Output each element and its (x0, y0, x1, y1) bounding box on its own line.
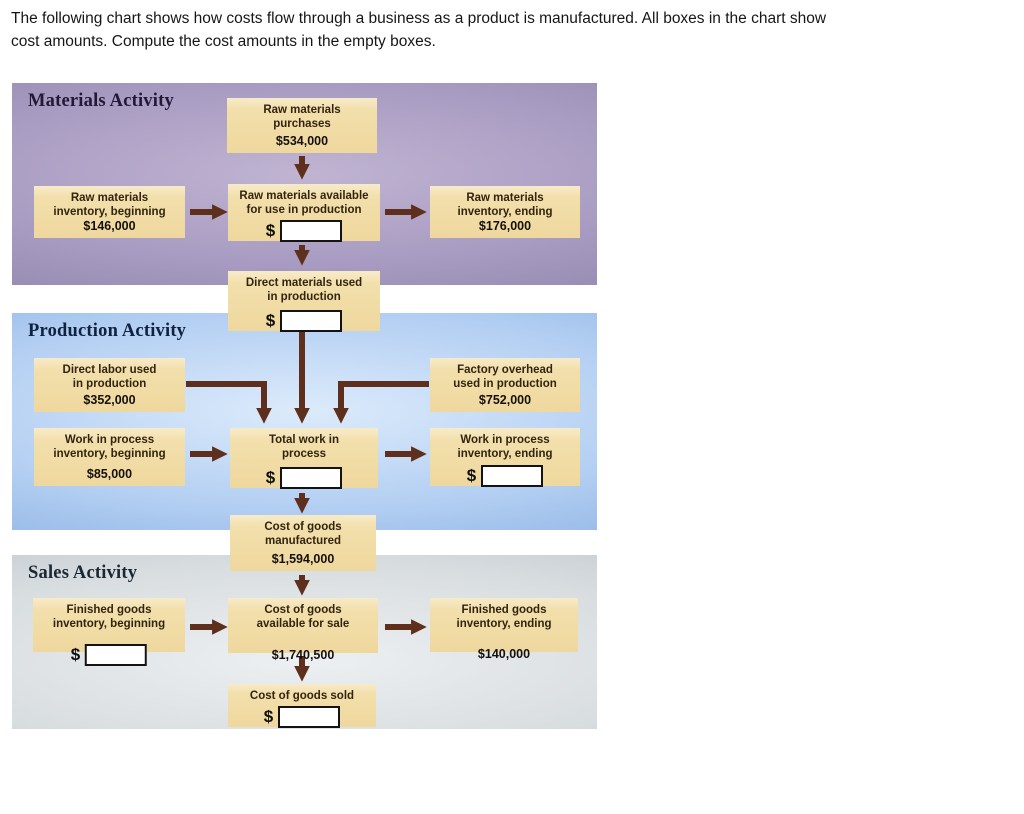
amount-entry-row: $ (265, 467, 343, 489)
finished-goods-beginning-input[interactable] (85, 644, 148, 666)
box-label-line: inventory, ending (456, 618, 552, 630)
cost-of-goods-sold-input[interactable] (278, 706, 341, 728)
sales-activity-title: Sales Activity (28, 563, 138, 583)
box-amount: $146,000 (83, 219, 136, 233)
dollar-sign: $ (265, 311, 276, 330)
total-work-in-process-input[interactable] (280, 467, 343, 489)
box-raw-materials-available: Raw materials available for use in produ… (228, 184, 380, 242)
amount-entry-row: $ (466, 465, 544, 487)
box-label-line: inventory, ending (457, 448, 553, 460)
box-finished-goods-beginning: Finished goods inventory, beginning $ (33, 598, 185, 666)
box-label-line: Cost of goods sold (249, 690, 355, 702)
box-label-line: inventory, beginning (53, 448, 166, 460)
amount-entry-row: $ (263, 706, 341, 728)
problem-instructions: The following chart shows how costs flow… (11, 8, 1011, 53)
box-label-line: Cost of goods (264, 521, 342, 533)
box-label-line: manufactured (264, 535, 342, 547)
box-label-line: Work in process (64, 434, 155, 446)
dollar-sign: $ (263, 707, 274, 726)
amount-entry-row: $ (265, 220, 343, 242)
box-label-line: in production (267, 291, 341, 303)
box-label-line: purchases (273, 118, 331, 130)
box-cost-of-goods-available: Cost of goods available for sale $1,740,… (228, 598, 378, 662)
box-amount: $140,000 (477, 647, 531, 661)
box-label-line: process (281, 448, 327, 460)
instructions-line-2: cost amounts. Compute the cost amounts i… (11, 32, 436, 50)
box-work-in-process-beginning: Work in process inventory, beginning $85… (34, 428, 185, 486)
arrow-overhead-to-total-wip (333, 381, 429, 424)
box-label-line: in production (72, 378, 147, 390)
dollar-sign: $ (466, 466, 477, 485)
instructions-line-1: The following chart shows how costs flow… (11, 10, 827, 27)
box-label-line: Raw materials (70, 192, 149, 204)
box-cost-of-goods-manufactured: Cost of goods manufactured $1,594,000 (230, 515, 376, 571)
production-activity-title: Production Activity (28, 321, 187, 341)
box-label-line: inventory, beginning (52, 618, 166, 630)
box-label-line: Direct materials used (245, 277, 363, 289)
box-label-line: Factory overhead (457, 364, 553, 376)
box-label-line: inventory, beginning (53, 206, 166, 218)
dollar-sign: $ (265, 221, 276, 240)
box-label-line: used in production (453, 378, 557, 390)
box-raw-materials-purchases: Raw materials purchases $534,000 (227, 98, 377, 153)
box-amount: $85,000 (86, 467, 133, 481)
box-label-line: Raw materials available (239, 190, 369, 202)
box-amount: $1,740,500 (271, 648, 335, 662)
box-amount: $1,594,000 (271, 552, 335, 566)
box-label-line: Finished goods (66, 604, 152, 616)
box-amount: $176,000 (478, 219, 532, 233)
box-amount: $352,000 (83, 393, 136, 407)
box-raw-materials-inventory-ending: Raw materials inventory, ending $176,000 (430, 186, 580, 238)
box-label-line: Cost of goods (264, 604, 342, 616)
box-amount: $752,000 (478, 393, 532, 407)
arrow-direct-labor-to-total-wip (186, 381, 272, 424)
direct-materials-used-input[interactable] (280, 310, 343, 332)
box-label-line: available for sale (256, 618, 350, 630)
box-finished-goods-ending: Finished goods inventory, ending $140,00… (430, 598, 578, 661)
dollar-sign: $ (70, 645, 81, 664)
box-label-line: Raw materials (263, 104, 341, 116)
materials-activity-title: Materials Activity (28, 91, 174, 111)
box-label-line: Total work in (268, 434, 340, 446)
box-direct-labor-used: Direct labor used in production $352,000 (34, 358, 185, 412)
box-raw-materials-inventory-beginning: Raw materials inventory, beginning $146,… (34, 186, 185, 238)
box-factory-overhead-used: Factory overhead used in production $752… (430, 358, 580, 412)
box-label-line: Finished goods (461, 604, 547, 616)
amount-entry-row: $ (70, 644, 148, 666)
box-label-line: Raw materials (466, 192, 544, 204)
box-work-in-process-ending: Work in process inventory, ending $ (430, 428, 580, 487)
dollar-sign: $ (265, 468, 276, 487)
box-label-line: Direct labor used (62, 364, 157, 376)
box-amount: $534,000 (275, 134, 329, 148)
box-label-line: Work in process (460, 434, 550, 446)
raw-materials-available-input[interactable] (280, 220, 343, 242)
box-label-line: for use in production (246, 204, 362, 216)
box-total-work-in-process: Total work in process $ (230, 428, 378, 489)
amount-entry-row: $ (265, 310, 343, 332)
box-label-line: inventory, ending (457, 206, 553, 218)
work-in-process-ending-input[interactable] (481, 465, 544, 487)
box-direct-materials-used: Direct materials used in production $ (228, 271, 380, 332)
box-cost-of-goods-sold: Cost of goods sold $ (228, 684, 376, 728)
